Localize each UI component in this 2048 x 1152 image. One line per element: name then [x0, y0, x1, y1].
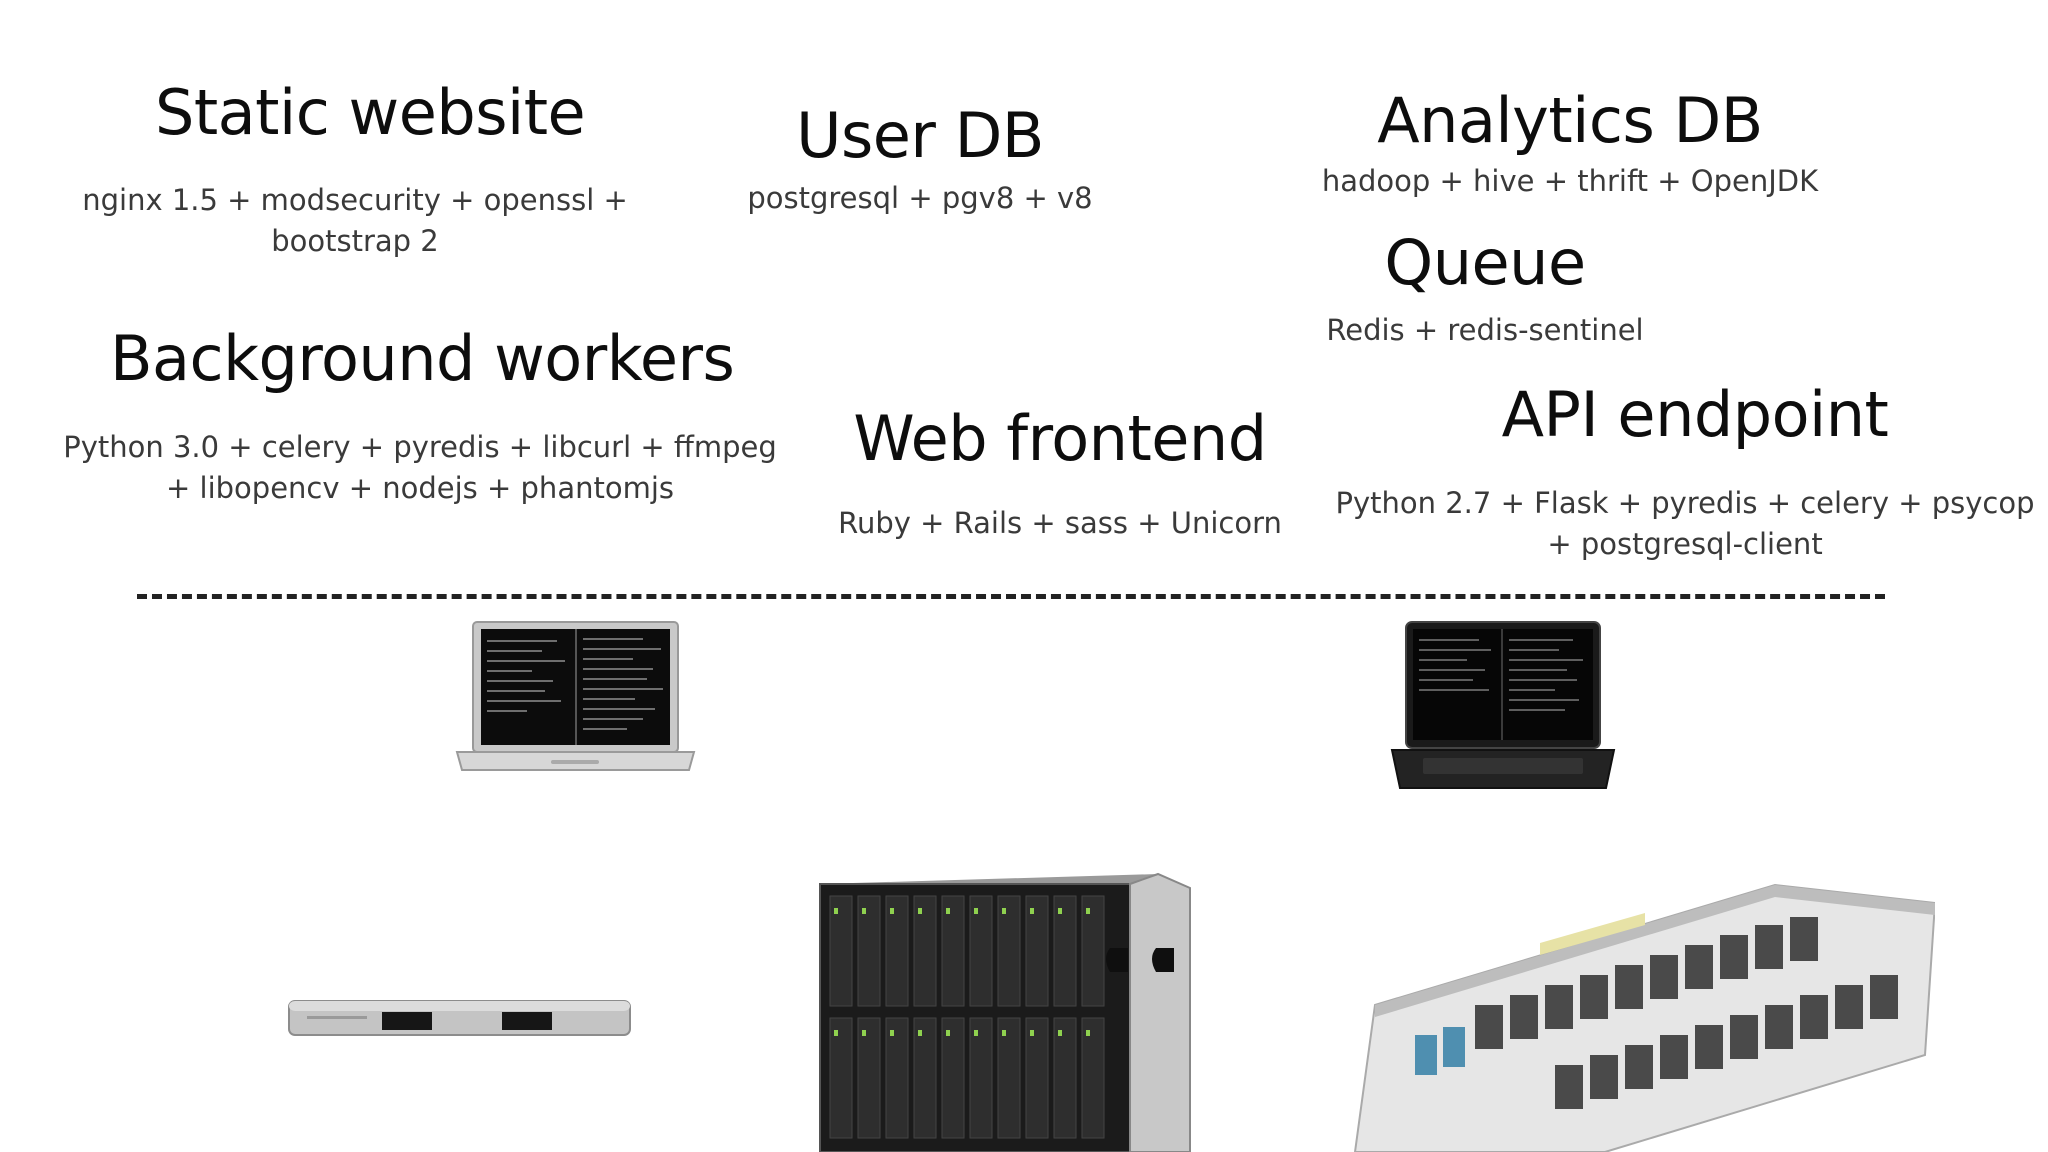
stack-line: postgresql + pgv8 + v8 [747, 181, 1093, 215]
stack-line: + postgresql-client [1547, 527, 1823, 561]
queue-title: Queue [1384, 226, 1586, 299]
silver-laptop-icon [453, 620, 698, 780]
user-db-stack: postgresql + pgv8 + v8 [735, 178, 1105, 219]
static-website-title: Static website [155, 76, 586, 149]
rack-server-icon [287, 998, 632, 1040]
stack-line: + libopencv + nodejs + phantomjs [166, 471, 674, 505]
analytics-db-stack: hadoop + hive + thrift + OpenJDK [1310, 161, 1830, 202]
stack-line: Redis + redis-sentinel [1326, 313, 1644, 347]
stack-line: nginx 1.5 + modsecurity + openssl + [82, 183, 628, 217]
api-endpoint-stack: Python 2.7 + Flask + pyredis + celery + … [1325, 483, 2045, 565]
blade-chassis-icon [818, 868, 1193, 1152]
web-frontend-stack: Ruby + Rails + sass + Unicorn [830, 503, 1290, 544]
user-db-title: User DB [796, 99, 1044, 172]
analytics-db-title: Analytics DB [1377, 84, 1763, 157]
stack-line: hadoop + hive + thrift + OpenJDK [1321, 164, 1819, 198]
stack-line: Ruby + Rails + sass + Unicorn [838, 506, 1282, 540]
background-workers-title: Background workers [110, 322, 735, 395]
static-website-stack: nginx 1.5 + modsecurity + openssl + boot… [60, 180, 650, 262]
dashed-divider [137, 594, 1885, 599]
stack-line: Python 3.0 + celery + pyredis + libcurl … [63, 430, 777, 464]
web-frontend-title: Web frontend [853, 402, 1267, 475]
stack-line: bootstrap 2 [271, 224, 439, 258]
datacenter-icon [1345, 855, 1935, 1152]
black-laptop-icon [1388, 620, 1618, 795]
stack-line: Python 2.7 + Flask + pyredis + celery + … [1335, 486, 2035, 520]
background-workers-stack: Python 3.0 + celery + pyredis + libcurl … [40, 427, 800, 509]
queue-stack: Redis + redis-sentinel [1300, 310, 1670, 351]
api-endpoint-title: API endpoint [1501, 378, 1889, 451]
